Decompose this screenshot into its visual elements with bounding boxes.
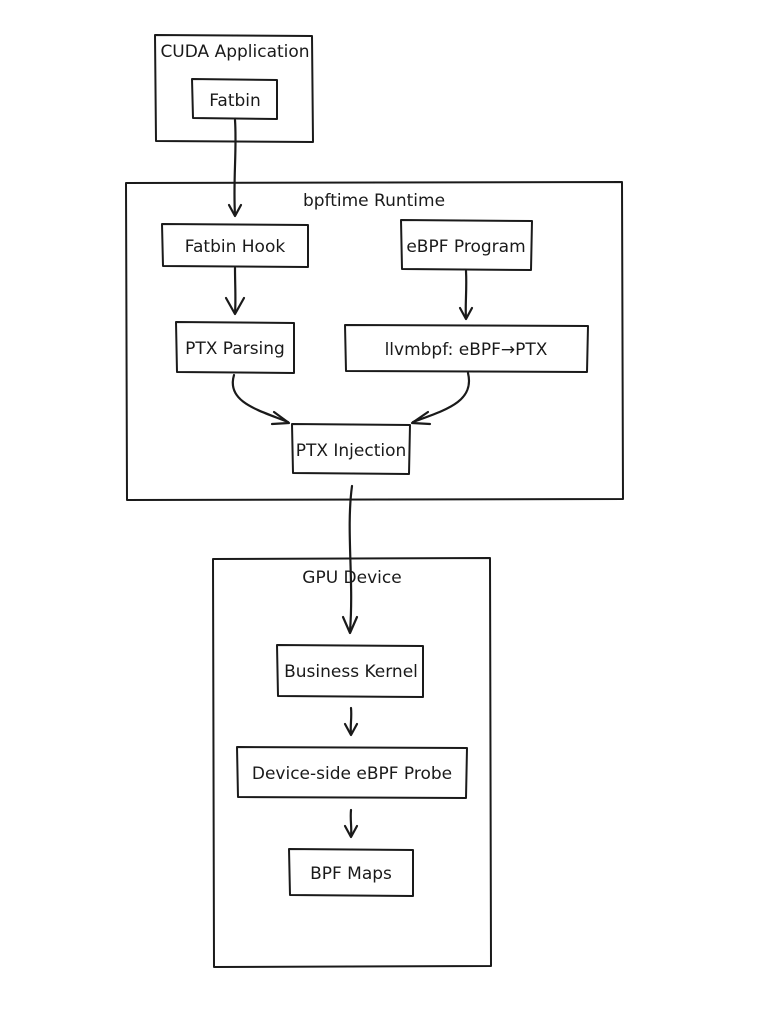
node-llvmbpf-box — [344, 324, 589, 373]
node-ptx-injection-box — [291, 423, 411, 475]
edge-ptx-injection-to-business-kernel — [341, 484, 359, 635]
node-ebpf-program-label: eBPF Program — [406, 237, 525, 257]
edge-ebpf-program-to-llvmbpf — [458, 269, 474, 321]
node-bpf-maps-box — [288, 848, 414, 897]
edge-ebpf-probe-to-bpf-maps — [343, 808, 359, 839]
group-cuda-application: CUDA Application — [154, 34, 314, 143]
node-business-kernel-label: Business Kernel — [284, 662, 418, 682]
node-ptx-parsing-label: PTX Parsing — [185, 339, 285, 359]
node-fatbin: Fatbin — [191, 78, 278, 120]
edge-fatbin-to-fatbin-hook — [227, 118, 243, 218]
node-ptx-parsing: PTX Parsing — [175, 321, 295, 374]
node-business-kernel: Business Kernel — [276, 644, 424, 698]
group-gpu-device-frame — [212, 557, 492, 968]
node-ptx-injection-label: PTX Injection — [296, 441, 407, 461]
edge-business-kernel-to-ebpf-probe — [343, 706, 359, 737]
node-ptx-parsing-box — [175, 321, 295, 374]
node-device-side-ebpf-probe-box — [236, 746, 468, 799]
group-bpftime-runtime-frame — [125, 181, 624, 501]
edge-fatbin-hook-to-ptx-parsing — [224, 266, 246, 316]
edge-ptx-parsing-to-ptx-injection — [231, 373, 291, 426]
group-bpftime-runtime-label: bpftime Runtime — [303, 191, 445, 211]
node-fatbin-hook: Fatbin Hook — [161, 223, 309, 268]
node-device-side-ebpf-probe: Device-side eBPF Probe — [236, 746, 468, 799]
group-bpftime-runtime: bpftime Runtime — [125, 181, 624, 501]
node-ptx-injection: PTX Injection — [291, 423, 411, 475]
node-ebpf-program-box — [400, 219, 533, 271]
node-fatbin-box — [191, 78, 278, 120]
node-bpf-maps-label: BPF Maps — [310, 864, 392, 884]
node-ebpf-program: eBPF Program — [400, 219, 533, 271]
group-cuda-application-frame — [154, 34, 314, 143]
node-business-kernel-box — [276, 644, 424, 698]
node-device-side-ebpf-probe-label: Device-side eBPF Probe — [252, 764, 452, 784]
node-llvmbpf-label: llvmbpf: eBPF→PTX — [385, 340, 548, 360]
node-fatbin-label: Fatbin — [209, 91, 261, 111]
group-gpu-device: GPU Device — [212, 557, 492, 968]
group-cuda-application-label: CUDA Application — [160, 42, 309, 62]
node-llvmbpf: llvmbpf: eBPF→PTX — [344, 324, 589, 373]
node-bpf-maps: BPF Maps — [288, 848, 414, 897]
edge-llvmbpf-to-ptx-injection — [410, 371, 471, 426]
group-gpu-device-label: GPU Device — [302, 568, 401, 588]
node-fatbin-hook-box — [161, 223, 309, 268]
node-fatbin-hook-label: Fatbin Hook — [185, 237, 286, 257]
